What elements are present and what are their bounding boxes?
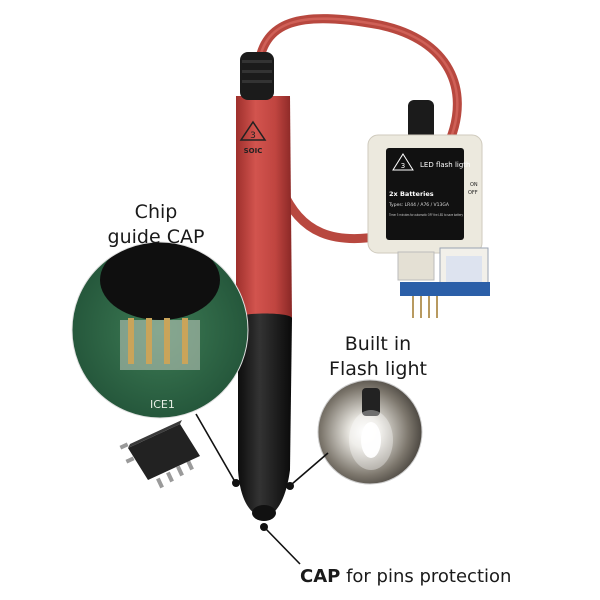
cap-bold: CAP [300,566,341,587]
chip-guide-cap-label: Chip guide CAP [96,200,216,250]
svg-text:3: 3 [401,162,405,170]
flash-line2: Flash light [329,358,427,380]
svg-text:SOIC: SOIC [244,147,263,155]
pen-grip [238,313,292,518]
svg-text:ICE1: ICE1 [150,398,175,411]
leader-lines [195,413,329,565]
chip-guide-line2: guide CAP [107,226,205,248]
svg-text:OFF: OFF [468,190,478,196]
pen-body [236,96,292,320]
cap-protection-label: CAP for pins protection [300,566,511,587]
svg-text:LED flash ligth: LED flash ligth [420,161,470,169]
cable-highlight [256,17,459,142]
svg-text:2x Batteries: 2x Batteries [389,190,434,198]
svg-text:ON: ON [470,182,478,188]
svg-text:3: 3 [250,131,256,141]
pen-top-collar [240,52,274,100]
svg-text:Timer 5 minutes for automatic: Timer 5 minutes for automatic OFF the LE… [388,213,463,217]
box-strain-relief [408,100,434,145]
chip-guide-line1: Chip [134,201,178,223]
chip-guide-closeup: ICE1 [72,242,248,418]
pen-tip-cap [252,505,276,521]
flash-box: 3 LED flash ligth 2x Batteries Types: LR… [367,134,483,254]
cap-rest: for pins protection [340,566,512,587]
flashlight-closeup [318,380,422,484]
leader-dot-cap [260,523,268,531]
pen-logo: 3 SOIC [239,120,267,155]
soic-adapter [397,247,490,318]
flash-light-label: Built in Flash light [318,332,438,382]
leader-dot-flash [286,482,294,490]
leader-dot-chip [232,479,240,487]
flash-line1: Built in [344,333,412,355]
svg-text:Types: LR44 / A76 / V13GA: Types: LR44 / A76 / V13GA [388,202,450,208]
soic-chip [119,420,200,489]
